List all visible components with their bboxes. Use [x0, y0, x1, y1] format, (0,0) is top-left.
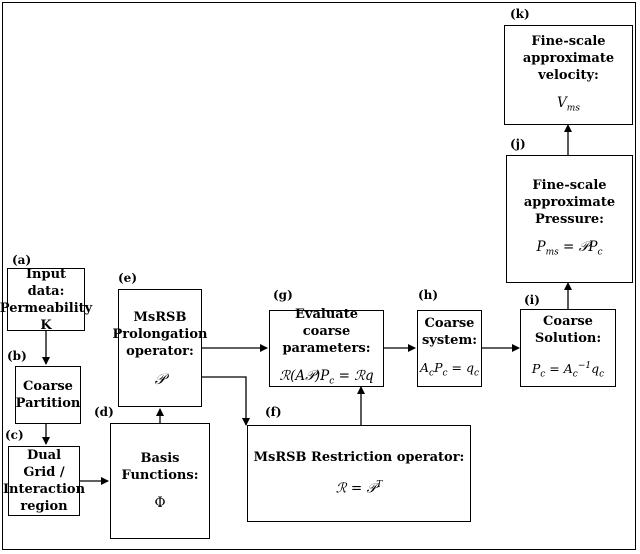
basis-math: Φ: [154, 495, 166, 511]
label-h: (h): [418, 288, 439, 302]
velocity-math: Vms: [557, 94, 580, 114]
label-i: (i): [524, 293, 540, 307]
pressure-line-3: Pressure:: [535, 211, 604, 227]
partition-line-1: Coarse: [23, 379, 73, 394]
restriction-operator-box: MsRSB Restriction operator: ℛ = 𝒫T: [247, 425, 471, 522]
fine-velocity-box: Fine-scale approximate velocity: Vms: [504, 25, 633, 125]
dual-grid-line-2: Interaction: [2, 482, 86, 497]
label-d: (d): [94, 405, 114, 419]
input-line-3: K: [40, 317, 52, 333]
prolongation-line-3: operator:: [126, 343, 194, 359]
system-math: AcPc = qc: [419, 359, 480, 379]
coarse-system-box: Coarse system: AcPc = qc: [417, 310, 482, 387]
system-line-1: Coarse: [424, 315, 475, 331]
solution-math: Pc = Ac−1qc: [531, 360, 605, 380]
prolongation-line-1: MsRSB: [133, 309, 187, 325]
evaluate-math: ℛ(A𝒫)Pc = ℛq: [279, 368, 374, 387]
coarse-partition-box: Coarse Partition: [15, 366, 81, 424]
evaluate-coarse-box: Evaluate coarse parameters: ℛ(A𝒫)Pc = ℛq: [269, 307, 384, 387]
prolongation-operator-box: MsRSB Prolongation operator: 𝒫: [113, 289, 207, 407]
label-c: (c): [5, 428, 24, 442]
fine-pressure-box: Fine-scale approximate Pressure: Pms = 𝒫…: [506, 155, 633, 283]
input-data-box: Input data: Permeability K: [0, 266, 92, 333]
solution-line-1: Coarse: [543, 313, 593, 329]
evaluate-line-1: Evaluate coarse: [295, 307, 358, 340]
input-line-1: Input data:: [25, 266, 67, 299]
label-g: (g): [273, 288, 293, 302]
solution-line-2: Solution:: [534, 330, 602, 346]
system-line-2: system:: [421, 332, 478, 348]
label-j: (j): [510, 137, 526, 151]
velocity-line-1: Fine-scale: [531, 33, 606, 49]
pressure-line-1: Fine-scale: [532, 177, 607, 193]
partition-line-2: Partition: [15, 396, 81, 411]
label-e: (e): [118, 271, 137, 285]
label-f: (f): [265, 405, 282, 419]
outer-frame: [2, 2, 636, 550]
dual-grid-line-3: region: [20, 499, 68, 514]
prolongation-line-2: Prolongation: [112, 326, 208, 342]
dual-grid-line-1: Dual Grid /: [23, 448, 65, 480]
pressure-math: Pms = 𝒫Pc: [536, 238, 603, 258]
velocity-line-2: approximate velocity:: [522, 50, 615, 83]
evaluate-line-2: parameters:: [282, 341, 371, 357]
basis-functions-box: Basis Functions: Φ: [110, 423, 210, 539]
restriction-math: ℛ = 𝒫T: [335, 480, 383, 497]
basis-title: Basis Functions:: [121, 451, 199, 483]
label-k: (k): [510, 7, 530, 21]
arrow-prolongation-to-restriction: [202, 376, 250, 426]
prolongation-math: 𝒫: [154, 369, 166, 388]
label-a: (a): [12, 253, 32, 267]
coarse-solution-box: Coarse Solution: Pc = Ac−1qc: [520, 309, 616, 387]
pressure-line-2: approximate: [523, 194, 616, 210]
input-line-2: Permeability: [0, 300, 93, 316]
label-b: (b): [7, 349, 27, 363]
dual-grid-box: Dual Grid / Interaction region: [3, 446, 85, 516]
restriction-title: MsRSB Restriction operator:: [253, 450, 465, 466]
